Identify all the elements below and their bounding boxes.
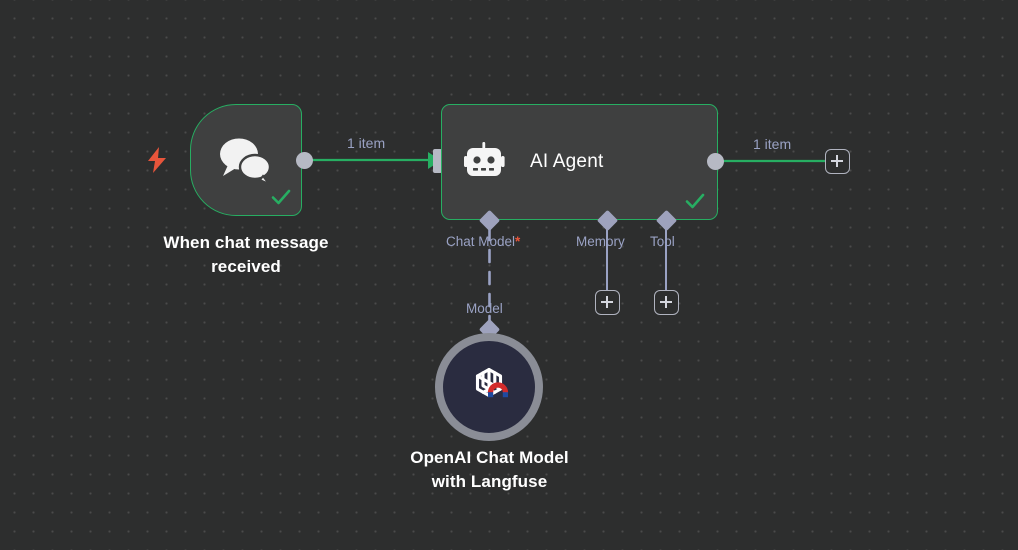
node-when-chat-message-received[interactable] [190, 104, 302, 216]
node-openai-chat-model[interactable] [435, 333, 543, 441]
edge-label-agent-to-add: 1 item [753, 136, 792, 152]
chat-bubbles-icon [220, 138, 272, 185]
lightning-bolt-icon [148, 147, 166, 173]
node-title-ai-agent: AI Agent [530, 151, 604, 172]
langfuse-magnet-icon [487, 382, 509, 398]
add-node-button-main[interactable] [825, 149, 850, 174]
sub-port-label-chat-model-text: Chat Model [446, 234, 516, 249]
status-check-icon-agent [685, 193, 705, 209]
edge-label-model: Model [466, 301, 503, 316]
openai-logo-icon [475, 367, 509, 398]
required-asterisk: * [515, 234, 521, 249]
output-port-trigger[interactable] [296, 152, 313, 169]
sub-port-label-chat-model: Chat Model* [446, 234, 520, 249]
sub-port-label-tool: Tool [650, 234, 675, 249]
sub-port-label-memory: Memory [576, 234, 625, 249]
output-port-agent[interactable] [707, 153, 724, 170]
node-ai-agent[interactable]: AI Agent [441, 104, 718, 220]
add-node-button-tool[interactable] [654, 290, 679, 315]
node-label-trigger: When chat message received [163, 233, 329, 276]
edge-label-trigger-to-agent: 1 item [347, 135, 386, 151]
add-node-button-memory[interactable] [595, 290, 620, 315]
status-check-icon-trigger [271, 189, 291, 205]
node-label-openai-chat-model: OpenAI Chat Model with Langfuse [410, 448, 569, 491]
robot-icon [464, 142, 505, 176]
input-port-agent[interactable] [433, 149, 442, 173]
